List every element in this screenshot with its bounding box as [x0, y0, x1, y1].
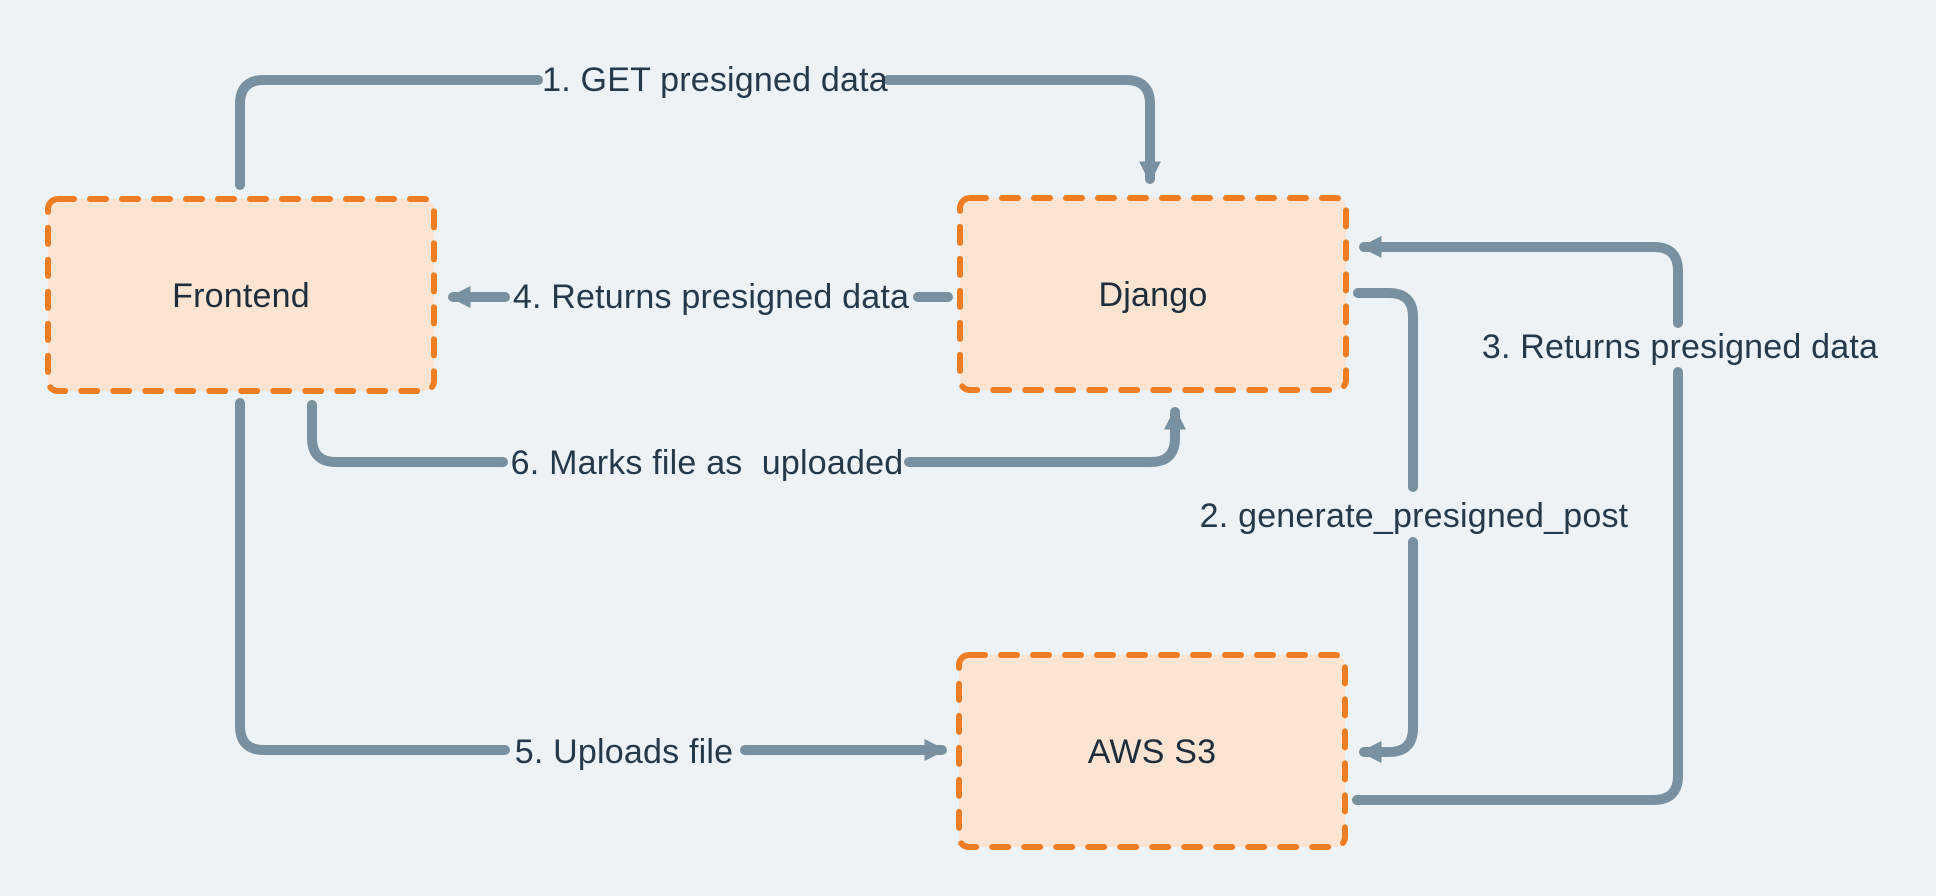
edge-6-segment-a — [307, 400, 508, 467]
node-django-box — [957, 195, 1349, 393]
edge-1-label: 1. GET presigned data — [542, 61, 888, 99]
node-aws-s3-label: AWS S3 — [1087, 733, 1217, 771]
node-aws-s3-box — [956, 652, 1348, 850]
edge-5-label: 5. Uploads file — [514, 733, 734, 771]
node-frontend-label: Frontend — [172, 277, 310, 315]
edge-3-label: 3. Returns presigned data — [1481, 328, 1879, 366]
node-django-label: Django — [1098, 276, 1208, 314]
edge-2-label: 2. generate_presigned_post — [1199, 497, 1629, 535]
edge-1-segment-a — [235, 75, 543, 190]
edge-1-segment-b — [883, 75, 1162, 184]
edge-4-label: 4. Returns presigned data — [512, 278, 910, 316]
node-frontend-box — [45, 196, 437, 394]
edge-2-segment-a — [1353, 288, 1418, 492]
edge-6-segment-b — [904, 407, 1187, 467]
edge-5-segment-a — [235, 398, 510, 755]
edge-3-segment-a — [1352, 367, 1683, 805]
edge-2-segment-b — [1359, 537, 1418, 764]
edge-3-segment-b — [1359, 235, 1683, 328]
edge-6-label: 6. Marks file as uploaded — [510, 444, 904, 482]
